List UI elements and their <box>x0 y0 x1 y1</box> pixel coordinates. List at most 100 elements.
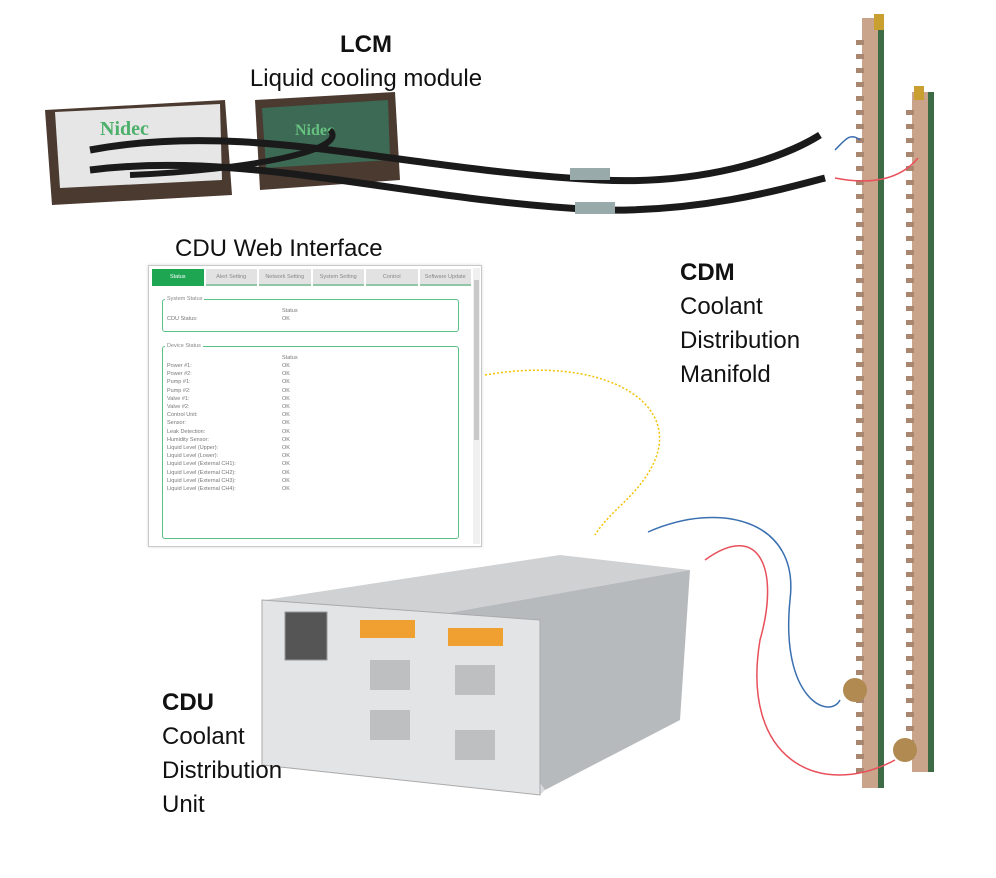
status-label: Valve #1: <box>167 395 190 402</box>
manifold-port <box>856 166 864 171</box>
status-row: Liquid Level (Lower):OK <box>167 453 454 461</box>
manifold-port <box>906 152 914 157</box>
manifold-port <box>906 138 914 143</box>
scrollbar-thumb[interactable] <box>474 280 479 440</box>
status-label: Leak Detection: <box>167 428 206 435</box>
manifold-fitting-icon <box>893 738 917 762</box>
manifold-port <box>856 754 864 759</box>
status-row: Power #1:OK <box>167 363 454 371</box>
manifold-port <box>906 586 914 591</box>
manifold-port <box>856 460 864 465</box>
tab-status[interactable]: Status <box>152 269 204 286</box>
manifold-port <box>906 208 914 213</box>
manifold-port <box>856 278 864 283</box>
manifold-port <box>906 320 914 325</box>
manifold-port <box>906 334 914 339</box>
manifold-port <box>906 446 914 451</box>
status-row: Liquid Level (External CH1):OK <box>167 461 454 469</box>
manifold-port <box>856 432 864 437</box>
manifold-port <box>906 726 914 731</box>
system-status-panel: System Status Status CDU Status: OK <box>162 296 459 332</box>
status-value: OK <box>282 395 290 402</box>
return-flow-arrow <box>834 157 919 182</box>
status-row: CDU Status: OK <box>167 316 454 324</box>
cdm-line: Coolant <box>680 293 763 320</box>
status-row: Valve #1: OK <box>167 396 454 404</box>
lcm-module-1: Nidec <box>45 100 232 205</box>
cdu-line: Distribution <box>162 757 283 784</box>
manifold-port <box>856 670 864 675</box>
manifold-port <box>856 306 864 311</box>
status-row: Leak Detection: OK <box>167 429 454 437</box>
status-label: Valve #2: <box>167 404 190 410</box>
status-value: OK <box>282 316 290 322</box>
status-label: Liquid Level (External CH4): <box>167 486 236 492</box>
return-flow-arrow <box>704 545 896 776</box>
manifold-port <box>906 390 914 395</box>
tab-alert-setting[interactable]: Alert Setting <box>205 269 257 286</box>
status-label: Power #2: <box>167 371 192 378</box>
status-value: OK <box>282 436 290 443</box>
manifold-port <box>906 502 914 507</box>
status-label: Humidity Sensor: <box>167 436 209 443</box>
tab-network-setting[interactable]: Network Setting <box>259 269 311 286</box>
supply-flow-arrow <box>834 136 861 151</box>
manifold-port <box>906 264 914 269</box>
status-label: Sensor: <box>167 420 186 427</box>
tab-bar: Status Alert Setting Network Setting Sys… <box>152 269 471 286</box>
manifold-port <box>906 376 914 381</box>
manifold-port <box>856 180 864 185</box>
supply-flow-arrow <box>647 516 841 708</box>
manifold-port <box>906 250 914 255</box>
manifold-port <box>906 516 914 521</box>
cdm-manifold-2 <box>912 86 934 772</box>
status-label: Liquid Level (Lower): <box>167 453 219 460</box>
manifold-port <box>856 586 864 591</box>
cdm-line: Distribution <box>680 327 801 354</box>
manifold-port <box>906 348 914 353</box>
tab-control[interactable]: Control <box>366 269 418 286</box>
manifold-port <box>906 278 914 283</box>
manifold-port <box>856 208 864 213</box>
tab-software-update[interactable]: Software Update <box>419 269 471 286</box>
status-value: OK <box>282 371 290 378</box>
manifold-port <box>906 642 914 647</box>
manifold-port <box>856 334 864 339</box>
manifold-port <box>856 614 864 619</box>
tab-system-setting[interactable]: System Setting <box>312 269 364 286</box>
cdu-web-interface-screenshot: Status Alert Setting Network Setting Sys… <box>148 265 482 547</box>
cdu-display <box>284 611 328 661</box>
status-row: Control Unit:OK <box>167 412 454 420</box>
manifold-port <box>856 110 864 115</box>
device-status-legend: Device Status <box>167 343 201 349</box>
cdu-label: CDU Coolant Distribution Unit <box>162 686 282 822</box>
manifold-port <box>856 530 864 535</box>
status-value: OK <box>282 469 290 476</box>
manifold-port <box>856 348 864 353</box>
quick-connector-icon <box>570 168 610 180</box>
manifold-port <box>906 474 914 479</box>
manifold-port <box>856 656 864 661</box>
status-row: Power #2: OK <box>167 371 454 379</box>
manifold-port <box>906 656 914 661</box>
status-label: Liquid Level (External CH1): <box>167 461 236 468</box>
manifold-port <box>856 418 864 423</box>
manifold-port <box>906 362 914 367</box>
web-interface-title: CDU Web Interface <box>175 235 383 262</box>
status-value: OK <box>282 428 290 435</box>
manifold-port <box>856 474 864 479</box>
status-row: Sensor:OK <box>167 420 454 428</box>
manifold-port <box>906 418 914 423</box>
manifold-port <box>856 264 864 269</box>
manifold-port <box>906 180 914 185</box>
manifold-port <box>906 432 914 437</box>
manifold-port <box>906 236 914 241</box>
status-value: OK <box>282 445 290 451</box>
manifold-port <box>906 404 914 409</box>
manifold-port <box>906 600 914 605</box>
manifold-port <box>856 558 864 563</box>
status-label: Pump #1: <box>167 379 191 386</box>
manifold-port <box>906 306 914 311</box>
scrollbar[interactable] <box>473 268 480 544</box>
